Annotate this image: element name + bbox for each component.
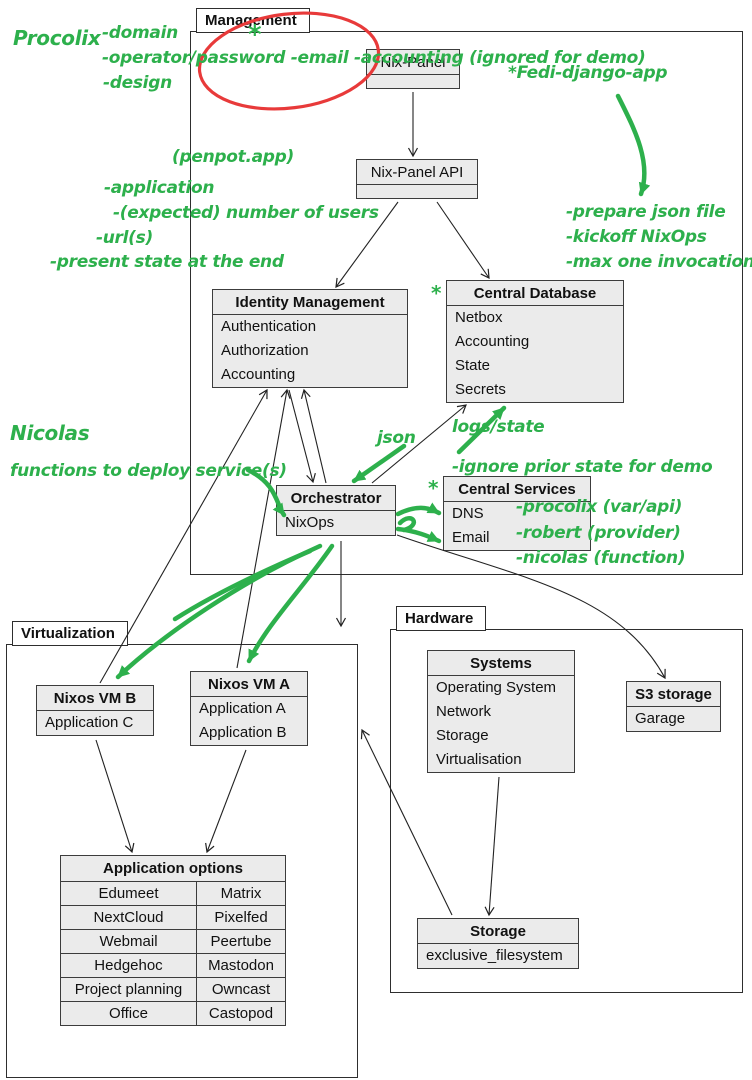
annotation-max-one-invocation: -max one invocation — [566, 252, 752, 272]
node-nixos-vm-a: Nixos VM A Application A Application B — [190, 671, 308, 746]
node-item: Operating System — [436, 679, 557, 696]
table-cell: Peertube — [210, 933, 272, 950]
table-cell: Matrix — [220, 885, 262, 902]
node-item: Application C — [45, 714, 134, 731]
node-title: S3 storage — [627, 682, 720, 707]
table-cell: Castopod — [208, 1005, 274, 1022]
frame-tab-virtualization: Virtualization — [12, 621, 128, 646]
table-cell: NextCloud — [61, 906, 197, 929]
table-row: Project planning Owncast — [61, 978, 285, 1002]
table-cell: Project planning — [61, 978, 197, 1001]
annotation-nicolas: Nicolas — [10, 421, 90, 445]
table-cell: Hedgehoc — [61, 954, 197, 977]
node-item: Storage — [436, 727, 489, 744]
node-identity-management: Identity Management Authentication Autho… — [212, 289, 408, 388]
node-nix-panel: Nix-Panel — [366, 49, 460, 89]
annotation-asterisk-central-database: * — [431, 281, 442, 305]
table-cell: Mastodon — [208, 957, 274, 974]
table-row: Hedgehoc Mastodon — [61, 954, 285, 978]
annotation-urls: -url(s) — [96, 228, 153, 248]
node-item: NixOps — [285, 514, 335, 531]
node-central-database: Central Database Netbox Accounting State… — [446, 280, 624, 403]
node-title: Nixos VM A — [191, 672, 307, 697]
table-cell: Edumeet — [61, 882, 197, 905]
annotation-nicolas-function: -nicolas (function) — [516, 548, 686, 568]
node-item: Authorization — [221, 342, 309, 359]
node-item: Secrets — [455, 381, 506, 398]
annotation-design: -design — [103, 73, 172, 93]
table-cell: Office — [61, 1002, 197, 1025]
node-title: Nix-Panel API — [357, 160, 477, 185]
node-nixos-vm-b: Nixos VM B Application C — [36, 685, 154, 736]
annotation-ignore-prior-state: -ignore prior state for demo — [452, 457, 713, 477]
node-item: Authentication — [221, 318, 317, 335]
annotation-json: json — [377, 428, 416, 448]
table-cell: Webmail — [61, 930, 197, 953]
node-title: Orchestrator — [277, 486, 395, 511]
annotation-expected-users: -(expected) number of users — [113, 203, 379, 223]
table-title: Application options — [61, 856, 285, 882]
annotation-application: -application — [104, 178, 215, 198]
table-row: Edumeet Matrix — [61, 882, 285, 906]
node-item: Garage — [635, 710, 686, 727]
node-item: Network — [436, 703, 492, 720]
node-item: State — [455, 357, 491, 374]
frame-tab-hardware: Hardware — [396, 606, 487, 631]
annotation-kickoff-nixops: -kickoff NixOps — [566, 227, 707, 247]
annotation-domain: -domain — [102, 23, 178, 43]
empty-compartment — [357, 185, 477, 198]
node-item: DNS — [452, 505, 484, 522]
node-title: Nixos VM B — [37, 686, 153, 711]
node-orchestrator: Orchestrator NixOps — [276, 485, 396, 536]
node-item: Virtualisation — [436, 751, 522, 768]
node-item: exclusive_filesystem — [426, 947, 563, 964]
node-title: Storage — [418, 919, 578, 944]
node-item: Application B — [199, 724, 287, 741]
node-item: Accounting — [455, 333, 530, 350]
empty-compartment — [367, 75, 459, 88]
table-cell: Owncast — [211, 981, 271, 998]
node-title: Central Database — [447, 281, 623, 306]
annotation-prepare-json: -prepare json file — [566, 202, 726, 222]
annotation-functions-to-deploy: functions to deploy service(s) — [10, 461, 287, 481]
node-title: Systems — [428, 651, 574, 676]
node-title: Central Services — [444, 477, 590, 502]
application-options-table: Application options Edumeet Matrix NextC… — [60, 855, 286, 1026]
annotation-present-state: -present state at the end — [50, 252, 284, 272]
table-row: Webmail Peertube — [61, 930, 285, 954]
annotation-fedi-django-app: *Fedi-django-app — [508, 63, 668, 83]
node-item: Application A — [199, 700, 286, 717]
annotation-asterisk-management: * — [248, 20, 262, 50]
node-item: Netbox — [455, 309, 503, 326]
annotation-logs-state: logs/state — [452, 417, 545, 437]
annotation-procolix: Procolix — [13, 26, 101, 50]
node-nix-panel-api: Nix-Panel API — [356, 159, 478, 199]
annotation-penpot: (penpot.app) — [172, 147, 294, 167]
annotation-robert-provider: -robert (provider) — [516, 523, 681, 543]
table-cell: Pixelfed — [214, 909, 268, 926]
annotation-procolix-var-api: -procolix (var/api) — [516, 497, 683, 517]
node-s3-storage: S3 storage Garage — [626, 681, 721, 732]
node-systems: Systems Operating System Network Storage… — [427, 650, 575, 773]
node-item: Accounting — [221, 366, 296, 383]
table-row: Office Castopod — [61, 1002, 285, 1025]
annotation-asterisk-central-services: * — [428, 476, 439, 500]
node-title: Identity Management — [213, 290, 407, 315]
node-storage: Storage exclusive_filesystem — [417, 918, 579, 969]
table-row: NextCloud Pixelfed — [61, 906, 285, 930]
node-title: Nix-Panel — [367, 50, 459, 75]
